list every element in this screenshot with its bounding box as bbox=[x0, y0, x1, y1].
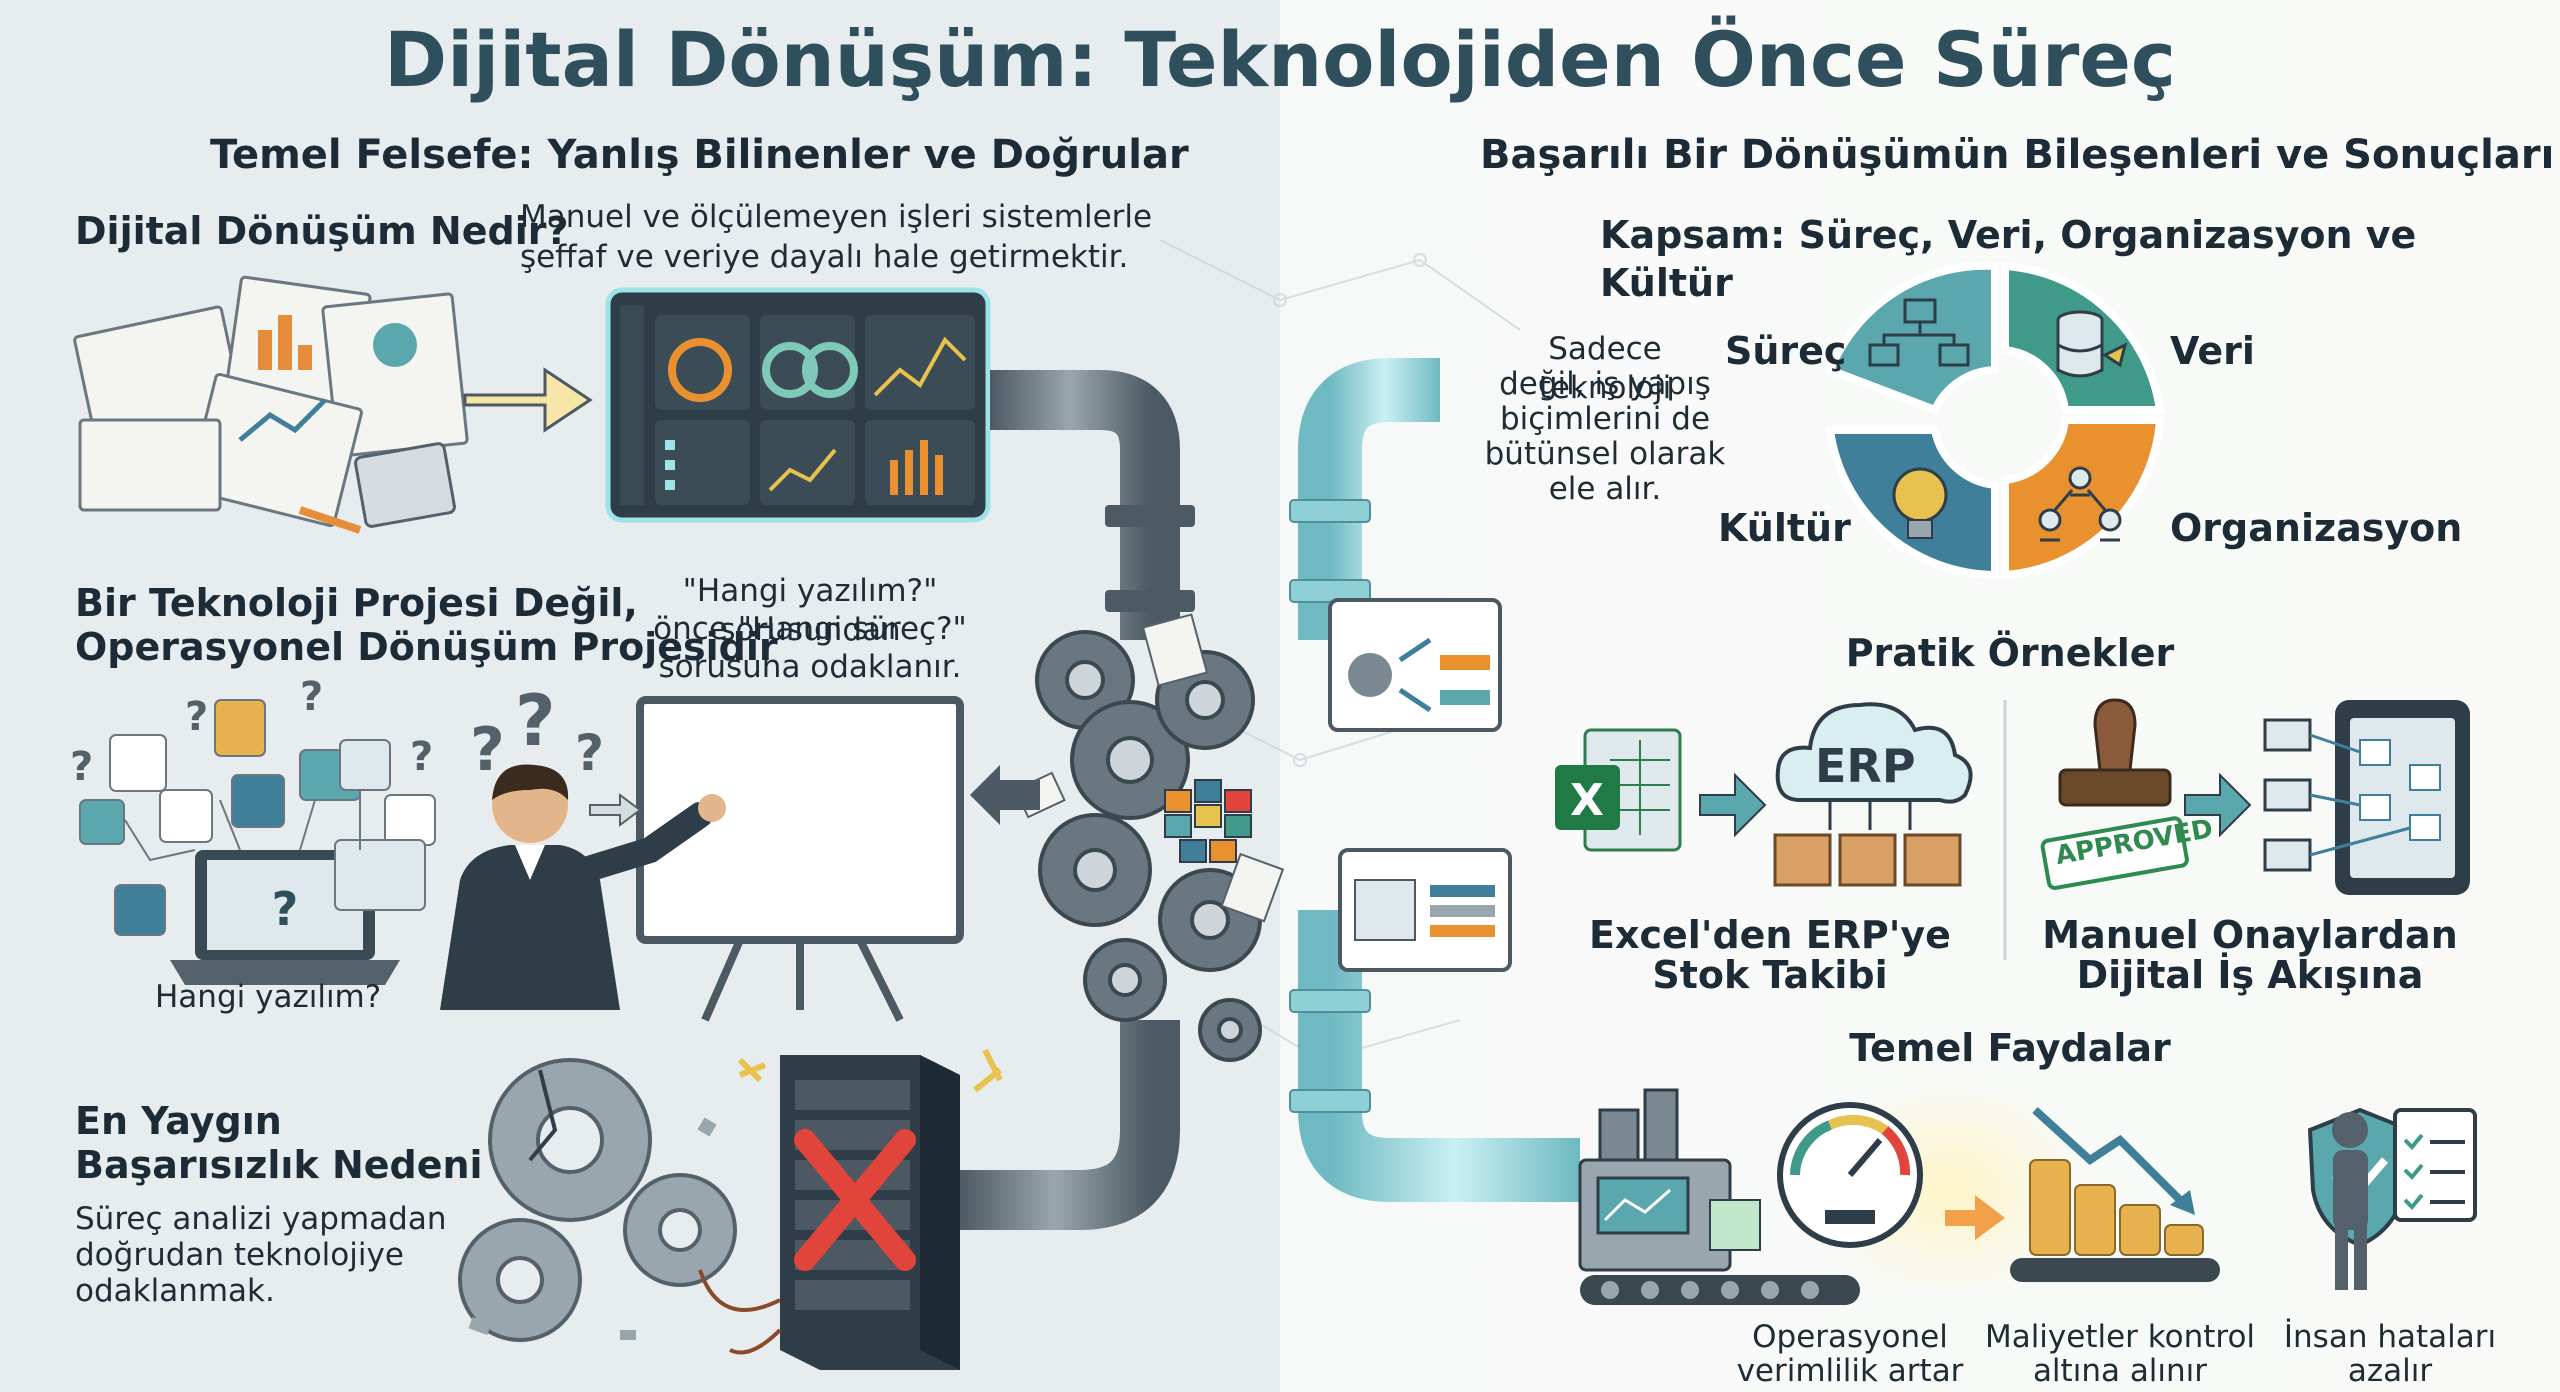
failure-line1: Süreç analizi yapmadan bbox=[75, 1201, 447, 1237]
segment-organization bbox=[2001, 416, 2165, 580]
example1-line2: Stok Takibi bbox=[1652, 953, 1888, 997]
svg-text:X: X bbox=[1570, 775, 1604, 826]
broken-gears-icon bbox=[458, 1058, 737, 1342]
software-cloud-icons bbox=[79, 699, 436, 936]
scope-note2: değil, iş yapış bbox=[1499, 366, 1711, 402]
checklist-icon bbox=[2393, 1108, 2477, 1222]
page-title: Dijital Dönüşüm: Teknolojiden Önce Süreç bbox=[384, 15, 2176, 104]
svg-text:?: ? bbox=[575, 724, 604, 782]
failure-line3: odaklanmak. bbox=[75, 1273, 275, 1309]
scope-heading: Kapsam: Süreç, Veri, Organizasyon ve Kül… bbox=[1600, 213, 2417, 305]
not-tech-quote2: önce "Hangi süreç?" bbox=[653, 611, 967, 647]
whiteboard-icon bbox=[636, 696, 964, 1022]
svg-text:?: ? bbox=[272, 882, 299, 936]
which-software-caption: Hangi yazılım? bbox=[155, 979, 382, 1015]
person-icon bbox=[2332, 1112, 2368, 1290]
benefits-heading: Temel Faydalar bbox=[1849, 1026, 2171, 1070]
debris bbox=[468, 1117, 717, 1340]
failure-line2: doğrudan teknolojiye bbox=[75, 1237, 404, 1273]
excel-icon: X bbox=[1555, 728, 1682, 852]
pipe-icon bbox=[990, 370, 1180, 640]
scope-note1: Sadece teknoloji bbox=[1538, 331, 1672, 406]
process-panel-icon bbox=[1338, 848, 1512, 972]
laptop-icon: ? bbox=[170, 850, 400, 985]
arrow-right-icon bbox=[1699, 772, 1767, 838]
failure-heading2: Başarısızlık Nedeni bbox=[75, 1143, 483, 1187]
dashboard-icon bbox=[605, 287, 991, 523]
cross-icon bbox=[794, 1129, 916, 1271]
pipe-icon bbox=[1260, 358, 1580, 1202]
examples-heading: Pratik Örnekler bbox=[1845, 631, 2175, 675]
not-tech-heading2: Operasyonel Dönüşüm Projesidir bbox=[75, 625, 778, 669]
cable bbox=[960, 1020, 1180, 1230]
arrow-right-icon bbox=[2184, 772, 2252, 838]
segment-organization-label: Organizasyon bbox=[2170, 506, 2463, 550]
presenter-icon bbox=[440, 764, 726, 1010]
arrow-left-icon bbox=[970, 765, 1040, 825]
benefit2-line2: altına alınır bbox=[2032, 1353, 2208, 1389]
lightbulb-icon bbox=[1892, 467, 1948, 539]
cloud-icon bbox=[1775, 702, 1973, 830]
question-mark-icon: ???? ??? bbox=[70, 674, 604, 790]
tablet-icon bbox=[2263, 700, 2470, 895]
right-section-header: Başarılı Bir Dönüşümün Bileşenleri ve So… bbox=[1480, 132, 2555, 178]
segment-data-label: Veri bbox=[2170, 329, 2255, 373]
benefit1-line1: Operasyonel bbox=[1752, 1319, 1948, 1355]
svg-text:?: ? bbox=[300, 674, 323, 720]
colorful-blocks bbox=[1164, 779, 1252, 863]
scope-note4: bütünsel olarak bbox=[1484, 436, 1726, 472]
scope-note5: ele alır. bbox=[1548, 471, 1662, 507]
what-is-heading: Dijital Dönüşüm Nedir? bbox=[75, 209, 569, 253]
example2-line2: Dijital İş Akışına bbox=[2076, 953, 2424, 997]
factory-icon bbox=[1578, 1088, 1860, 1305]
svg-text:?: ? bbox=[515, 680, 556, 762]
svg-text:?: ? bbox=[185, 694, 208, 740]
what-is-line1: Manuel ve ölçülemeyen işleri sistemlerle bbox=[520, 199, 1153, 235]
example2-line1: Manuel Onaylardan bbox=[2042, 913, 2458, 957]
segment-culture-label: Kültür bbox=[1718, 506, 1851, 550]
arrow-right-icon bbox=[463, 367, 593, 433]
arrow-right-icon bbox=[1945, 1195, 2005, 1240]
svg-text:?: ? bbox=[70, 744, 93, 790]
flowchart-icon bbox=[1868, 298, 1970, 367]
segment-process-label: Süreç bbox=[1725, 329, 1847, 373]
paper-stack-icon bbox=[73, 275, 469, 534]
box-icon bbox=[1773, 833, 1962, 887]
gauge-icon bbox=[1777, 1102, 1923, 1248]
benefit1-line2: verimlilik artar bbox=[1736, 1353, 1964, 1389]
benefit2-line1: Maliyetler kontrol bbox=[1984, 1319, 2256, 1355]
not-tech-quote3: sorusuna odaklanır. bbox=[658, 649, 962, 685]
left-section-header: Temel Felsefe: Yanlış Bilinenler ve Doğr… bbox=[210, 132, 1189, 178]
database-icon bbox=[2056, 310, 2128, 378]
not-tech-heading1: Bir Teknoloji Projesi Değil, bbox=[75, 581, 638, 625]
svg-text:?: ? bbox=[470, 715, 505, 785]
failure-heading1: En Yaygın bbox=[75, 1099, 282, 1143]
benefit3-line2: azalır bbox=[2347, 1353, 2433, 1389]
process-panel-icon bbox=[1328, 598, 1502, 732]
stamp-icon bbox=[2040, 698, 2189, 890]
scope-note3: biçimlerini de bbox=[1499, 401, 1711, 437]
people-network-icon bbox=[2038, 466, 2122, 542]
svg-text:?: ? bbox=[410, 734, 433, 780]
not-tech-quote1: "Hangi yazılım?" sorusundan bbox=[682, 573, 938, 648]
segment-process bbox=[1824, 261, 1999, 416]
example1-line1: Excel'den ERP'ye bbox=[1589, 913, 1951, 957]
coins-icon bbox=[2010, 1107, 2220, 1282]
benefit3-line1: İnsan hataları bbox=[2283, 1319, 2497, 1355]
gears-icon bbox=[1035, 630, 1262, 1062]
what-is-line2: şeffaf ve veriye dayalı hale getirmektir… bbox=[520, 239, 1129, 275]
erp-label: ERP bbox=[1815, 739, 1916, 793]
